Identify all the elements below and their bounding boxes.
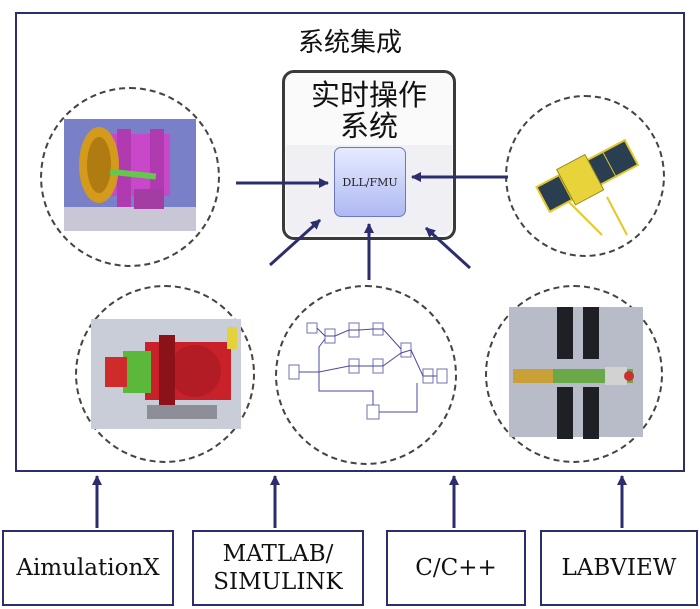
- rtos-title-line1: 实时操作: [310, 78, 427, 112]
- system-integration-title: 系统集成: [297, 28, 402, 58]
- tool-box-c-cpp[interactable]: C/C++: [386, 530, 526, 606]
- satellite-icon: [535, 138, 640, 236]
- simulink-block-diagram-icon: [288, 322, 448, 420]
- rtos-title-line2: 系统: [339, 109, 398, 143]
- model-node-engine: [75, 285, 255, 463]
- space-station-icon: [509, 307, 643, 439]
- tool-label-simulink: SIMULINK: [213, 569, 343, 595]
- engine-assembly-icon: [91, 319, 241, 429]
- cylinder-component-icon: [64, 119, 196, 231]
- arrow-engine-to-rtos: [268, 218, 322, 267]
- dll-fmu-module[interactable]: DLL/FMU: [334, 147, 406, 217]
- model-node-station: [485, 285, 663, 463]
- model-node-simulink: [275, 285, 457, 465]
- tool-box-aimulationx[interactable]: AimulationX: [2, 530, 174, 606]
- tool-label-labview: LABVIEW: [561, 555, 677, 581]
- tool-label-aimulationx: AimulationX: [16, 555, 160, 581]
- arrow-station-to-rtos: [424, 226, 472, 270]
- model-node-cylinder: [40, 87, 220, 267]
- tool-label-c-cpp: C/C++: [415, 555, 497, 581]
- tool-label-matlab: MATLAB/: [222, 541, 334, 567]
- system-integration-frame: [15, 12, 685, 472]
- tool-box-labview[interactable]: LABVIEW: [540, 530, 698, 606]
- rtos-title: 实时操作 系统: [282, 80, 456, 142]
- tool-box-matlab-simulink[interactable]: MATLAB/ SIMULINK: [192, 530, 364, 606]
